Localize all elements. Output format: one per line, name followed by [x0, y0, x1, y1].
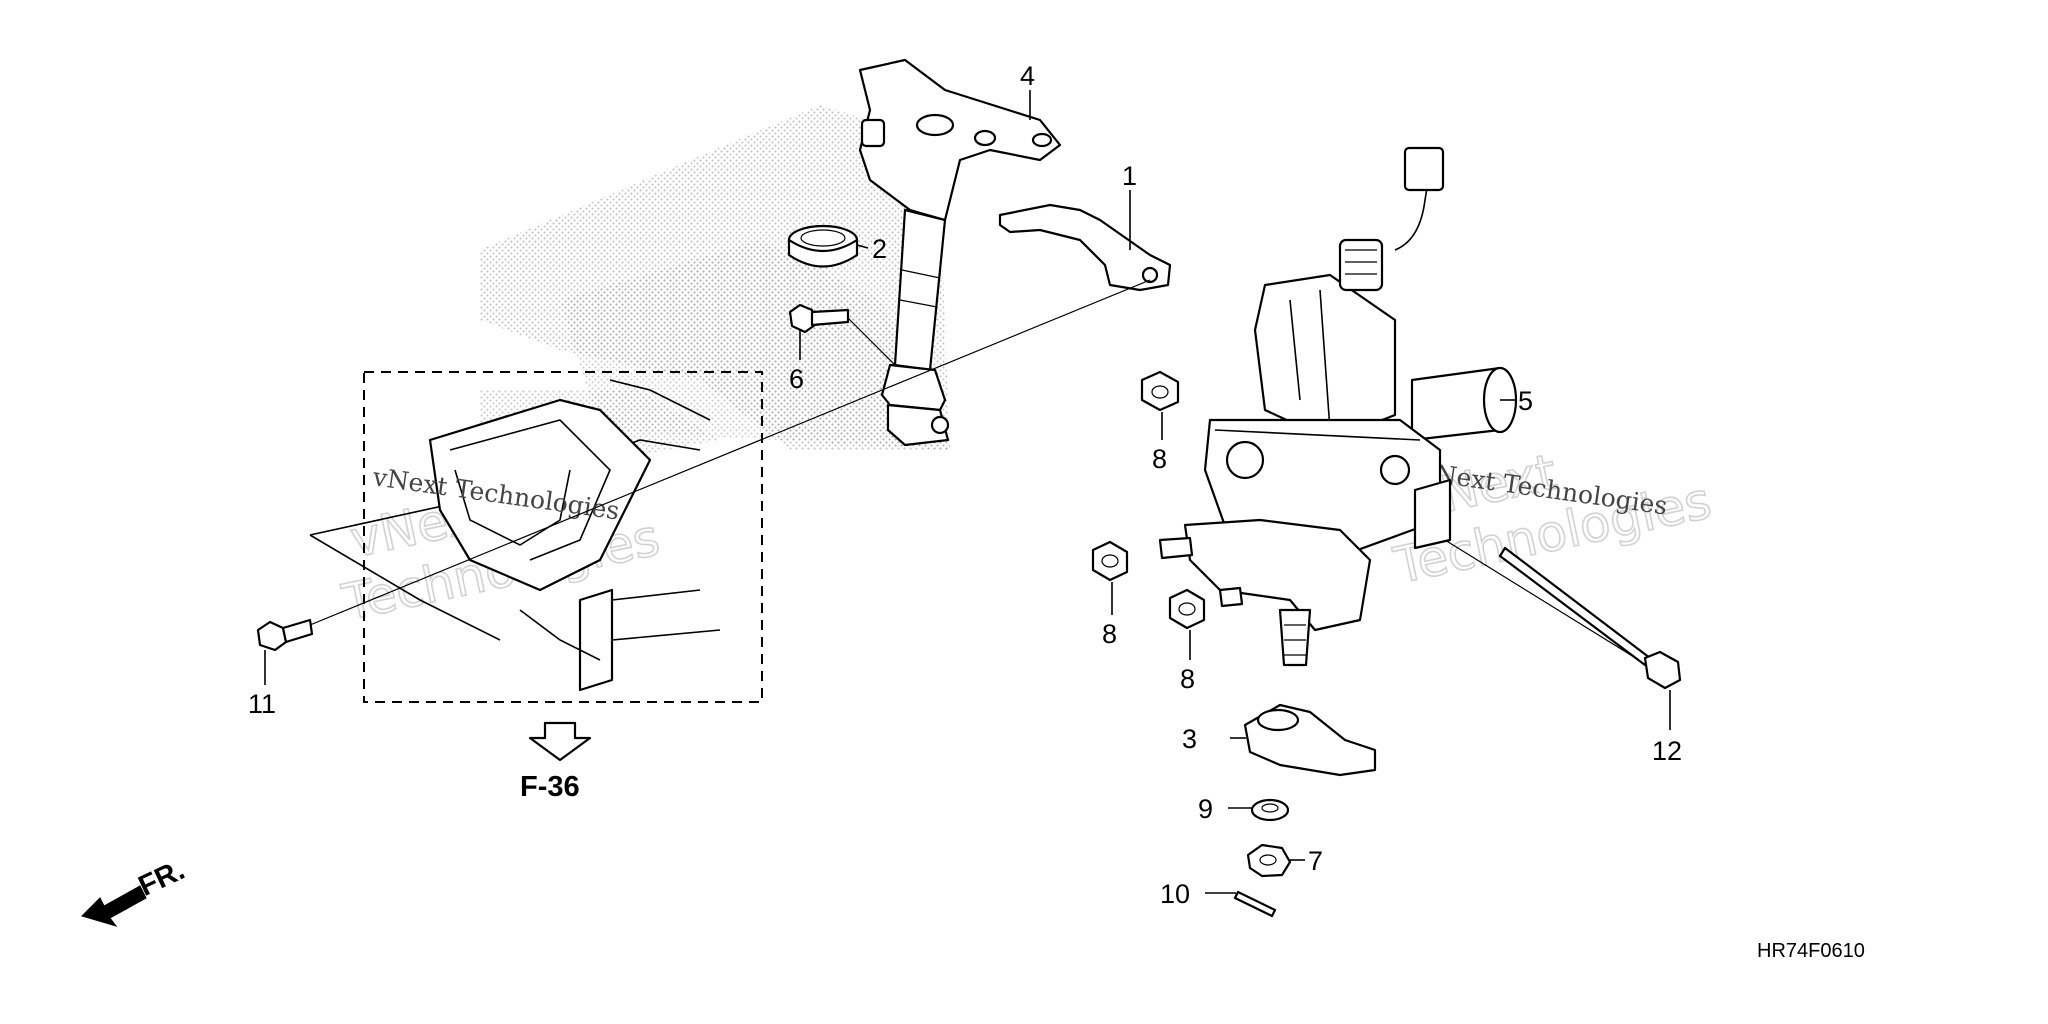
reference-label: F-36 — [520, 771, 580, 803]
cotter-pin-part-10 — [1233, 890, 1277, 918]
nut-part-8-a — [1140, 370, 1180, 412]
front-arrow-icon — [81, 885, 147, 927]
callout-7: 7 — [1308, 846, 1323, 876]
callout-11: 11 — [248, 689, 276, 719]
callout-1: 1 — [1122, 161, 1137, 191]
washer-part-9 — [1250, 798, 1290, 822]
bolt-part-12 — [1498, 546, 1682, 690]
reference-box — [363, 371, 763, 703]
callout-10: 10 — [1160, 879, 1190, 909]
pitman-arm-part-3 — [1243, 703, 1377, 777]
callout-5: 5 — [1518, 386, 1533, 416]
guide-line-1 — [309, 279, 1151, 626]
eps-unit-part-5 — [1158, 146, 1518, 667]
leader-lines — [264, 90, 1671, 894]
steering-column-bracket — [858, 58, 1062, 222]
guide-line-12 — [1444, 539, 1656, 671]
diagram-code: HR74F0610 — [1757, 940, 1865, 962]
callout-3: 3 — [1182, 724, 1197, 754]
callout-8-a: 8 — [1152, 444, 1167, 474]
reference-arrow-icon — [528, 721, 592, 762]
callout-6: 6 — [789, 364, 804, 394]
callout-8-c: 8 — [1180, 664, 1195, 694]
castle-nut-part-7 — [1246, 843, 1292, 878]
bolt-part-11 — [256, 618, 314, 652]
callout-4: 4 — [1020, 61, 1035, 91]
seal-part-2 — [787, 224, 859, 268]
callout-12: 12 — [1652, 736, 1682, 766]
callout-2: 2 — [872, 234, 887, 264]
bolt-part-6 — [788, 303, 850, 334]
guide-line-6 — [847, 317, 896, 366]
callout-8-b: 8 — [1102, 619, 1117, 649]
nut-part-8-c — [1168, 588, 1206, 630]
callout-9: 9 — [1198, 794, 1213, 824]
steering-shaft — [880, 208, 950, 447]
nut-part-8-b — [1091, 540, 1129, 582]
frame-bracket — [309, 379, 721, 692]
clamp-part-1 — [998, 203, 1172, 292]
